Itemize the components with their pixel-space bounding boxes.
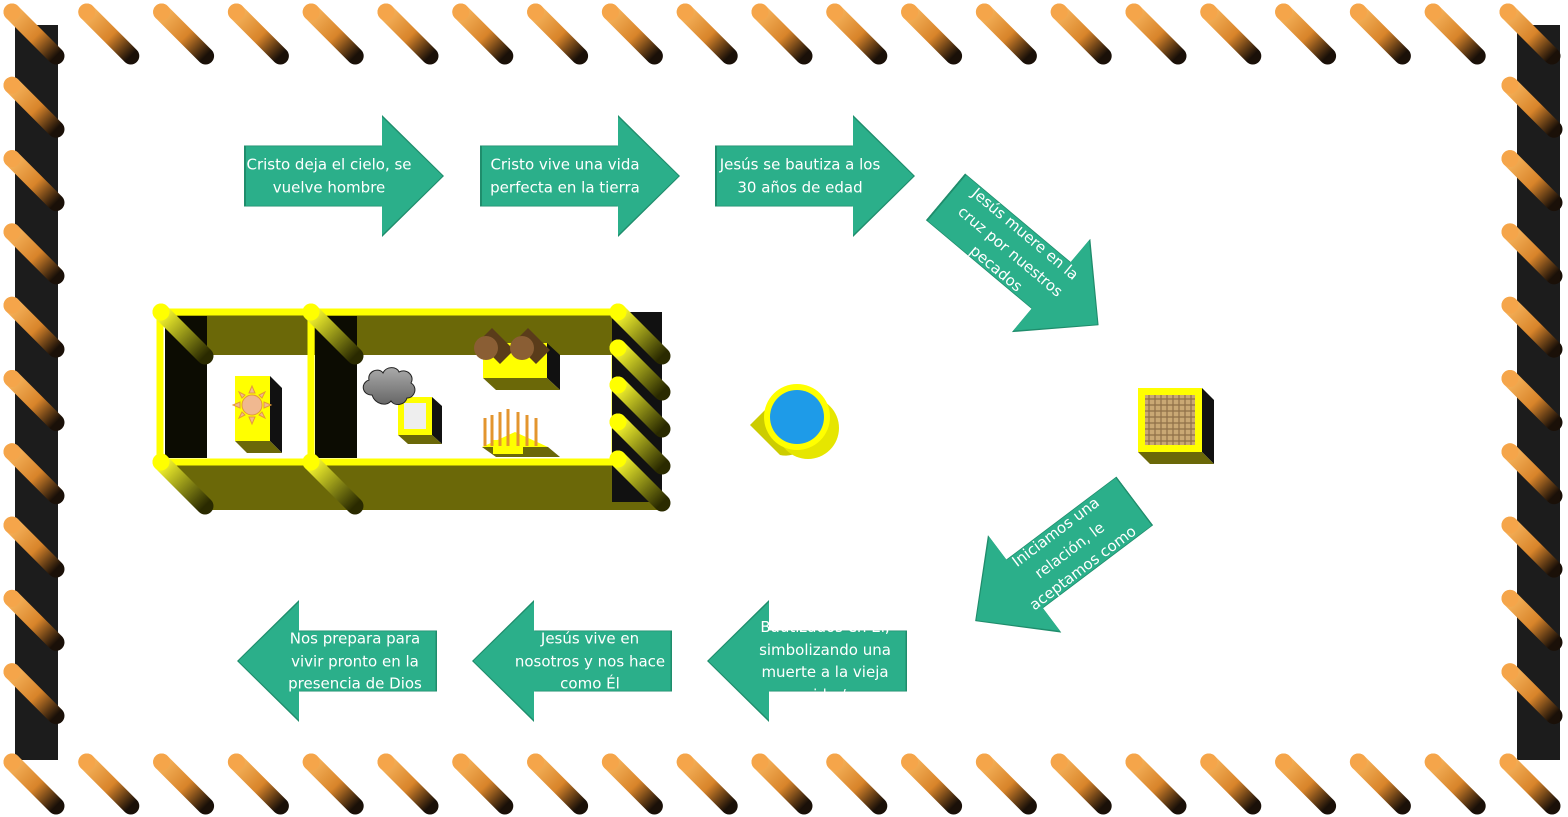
- fence-post: [3, 370, 65, 431]
- fence-post: [826, 3, 888, 65]
- fence-post: [975, 753, 1037, 815]
- step-label: Jesús se bautiza a los 30 años de edad: [719, 155, 881, 197]
- fence-post: [676, 3, 738, 65]
- fence-post: [152, 453, 214, 515]
- fence-post: [3, 150, 65, 212]
- fence-post: [302, 3, 364, 65]
- fence-post: [227, 3, 289, 65]
- step-arrow-3: Jesús se bautiza a los 30 años de edad: [715, 115, 915, 237]
- step-arrow-6: Bautizados en Él, simbolizando una muert…: [707, 600, 907, 722]
- fence-post: [1275, 753, 1337, 815]
- step-label: Jesús vive en nosotros y nos hace como É…: [514, 629, 666, 693]
- fence-post: [1501, 589, 1563, 651]
- fence-post: [601, 753, 663, 815]
- fence-posts: [3, 3, 1563, 815]
- fence-post: [153, 3, 215, 65]
- fence-post: [609, 450, 671, 512]
- fence-post: [527, 753, 589, 815]
- tabernacle: [152, 303, 671, 515]
- fence-post: [1501, 223, 1563, 285]
- fence-post: [3, 589, 65, 651]
- fence-post: [1499, 3, 1561, 65]
- fence-post: [1501, 150, 1563, 212]
- fence-post: [975, 3, 1037, 65]
- fence-post: [1501, 443, 1563, 505]
- fence-post: [153, 753, 215, 815]
- fence-post: [1501, 370, 1563, 431]
- fence-post: [3, 223, 65, 285]
- fence-post: [3, 753, 65, 815]
- burnt-offering-altar-icon: [1138, 388, 1214, 464]
- fence-post: [676, 753, 738, 815]
- sun-icon: [231, 376, 282, 453]
- fence-post: [751, 3, 813, 65]
- fence-post: [377, 3, 439, 65]
- fence-post: [901, 3, 963, 65]
- fence-post: [1501, 76, 1563, 138]
- step-label: Bautizados en Él, simbolizando una muert…: [759, 618, 891, 704]
- fence-post: [1501, 296, 1563, 358]
- fence-post: [1349, 753, 1411, 815]
- fence-post: [452, 3, 514, 65]
- step-label: Nos prepara para vivir pronto en la pres…: [288, 629, 422, 693]
- fence-post: [452, 753, 514, 815]
- fence-post: [3, 443, 65, 505]
- fence-post: [1501, 663, 1563, 725]
- fence-post: [826, 753, 888, 815]
- fence-post: [1125, 753, 1187, 815]
- fence-post: [3, 76, 65, 138]
- fence-post: [609, 413, 671, 475]
- fence-post: [1200, 753, 1262, 815]
- fence-post: [901, 753, 963, 815]
- fence-post: [78, 753, 140, 815]
- fence-post: [152, 303, 214, 365]
- step-arrow-1: Cristo deja el cielo, se vuelve hombre: [244, 115, 444, 237]
- fence-post: [1424, 753, 1486, 815]
- fence-post: [3, 296, 65, 358]
- fence-post: [1349, 3, 1411, 65]
- step-arrow-2: Cristo vive una vida perfecta en la tier…: [480, 115, 680, 237]
- showbread-icon: [474, 328, 560, 390]
- candlestick-icon: [482, 409, 560, 457]
- fence-post: [609, 376, 671, 438]
- fence-post: [751, 753, 813, 815]
- fence-post: [1275, 3, 1337, 65]
- fence-post: [527, 3, 589, 65]
- cloud-icon: [362, 367, 416, 406]
- fence-post: [1050, 3, 1112, 65]
- fence-post: [1501, 516, 1563, 578]
- fence-post: [609, 339, 671, 401]
- step-label: Cristo vive una vida perfecta en la tier…: [490, 155, 640, 197]
- fence-post: [3, 516, 65, 578]
- altar-icon: [398, 397, 442, 444]
- fence-post: [1200, 3, 1262, 65]
- step-arrow-7: Jesús vive en nosotros y nos hace como É…: [472, 600, 672, 722]
- fence-post: [302, 453, 364, 515]
- fence-post: [302, 753, 364, 815]
- fence-post: [1424, 3, 1486, 65]
- fence-post: [609, 303, 671, 365]
- fence-post: [1050, 753, 1112, 815]
- fence-post: [601, 3, 663, 65]
- laver-icon: [750, 384, 839, 459]
- fence-post: [1499, 753, 1561, 815]
- step-arrow-8: Nos prepara para vivir pronto en la pres…: [237, 600, 437, 722]
- fence-post: [377, 753, 439, 815]
- fence-post: [227, 753, 289, 815]
- fence-post: [3, 663, 65, 725]
- fence-post: [302, 303, 364, 365]
- fence-post: [1125, 3, 1187, 65]
- step-label: Cristo deja el cielo, se vuelve hombre: [246, 155, 412, 197]
- fence-post: [78, 3, 140, 65]
- fence-post: [3, 3, 65, 65]
